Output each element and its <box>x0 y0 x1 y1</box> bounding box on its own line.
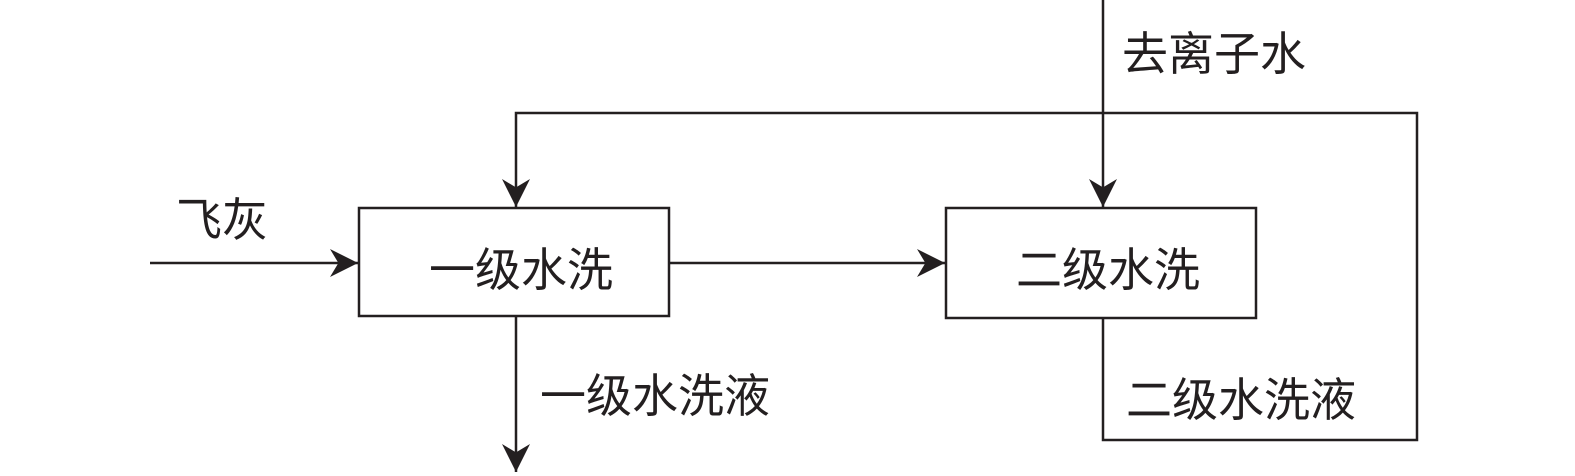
stage2-wash-liquid-label: 二级水洗液 <box>1126 373 1356 427</box>
stage1-wash-liquid-label: 一级水洗液 <box>540 369 770 423</box>
fly-ash-label: 飞灰 <box>176 193 268 247</box>
stage2-box <box>944 206 1258 320</box>
stage2-recycle-loop <box>502 111 1419 442</box>
deionized-water-label: 去离子水 <box>1122 27 1306 81</box>
stage1-label: 一级水洗 <box>429 243 613 297</box>
stage2-label: 二级水洗 <box>1016 243 1200 297</box>
